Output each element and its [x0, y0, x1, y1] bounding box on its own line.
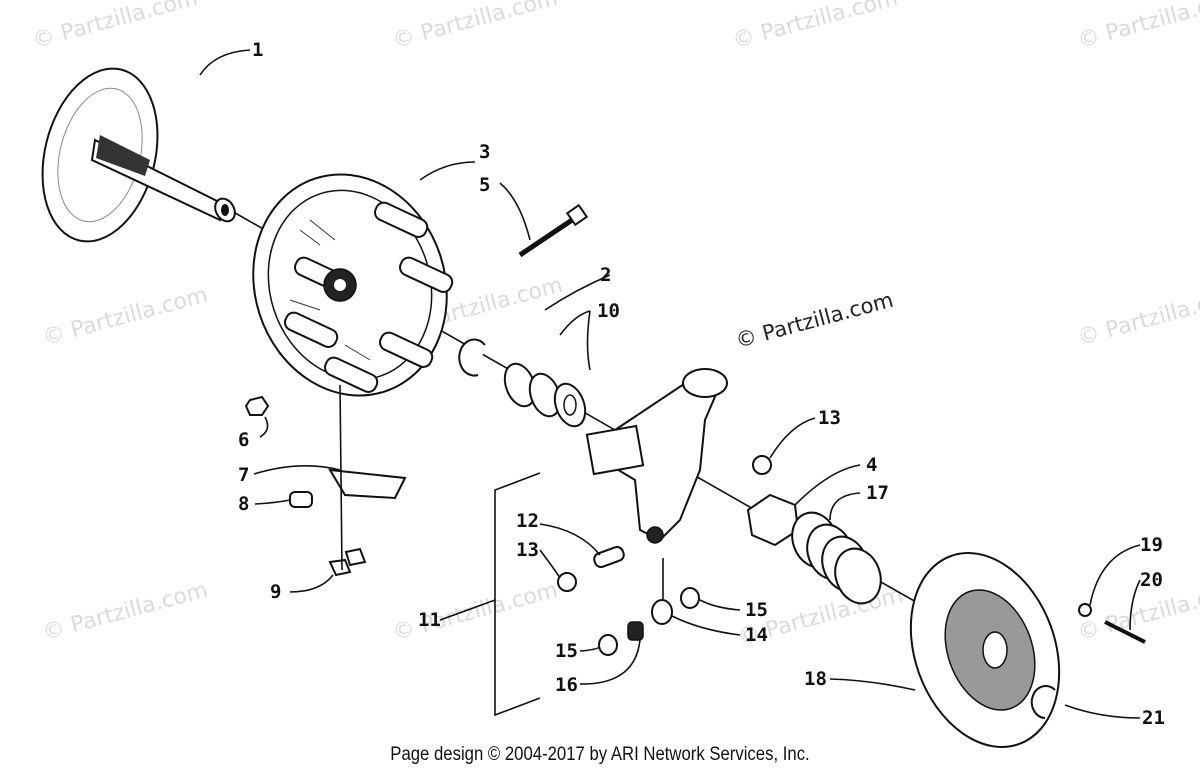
callout-5: 5 — [479, 174, 490, 196]
callout-19: 19 — [1140, 534, 1163, 556]
watermark: © Partzilla.com — [30, 0, 200, 54]
part-13-roller-upper — [752, 455, 772, 475]
part-15-washer-lower — [598, 634, 618, 656]
watermark: © Partzilla.com — [1075, 0, 1200, 54]
callout-10: 10 — [597, 300, 620, 322]
callout-21: 21 — [1142, 707, 1165, 729]
callout-3: 3 — [479, 141, 490, 163]
callout-4: 4 — [866, 454, 877, 476]
part-9-washers — [328, 547, 367, 577]
part-7-arm — [328, 468, 407, 500]
callout-17: 17 — [866, 482, 889, 504]
part-17-spring — [791, 511, 882, 605]
callout-11: 11 — [418, 609, 441, 631]
callout-20: 20 — [1140, 569, 1163, 591]
callout-6: 6 — [238, 429, 249, 451]
part-15-washer-upper — [680, 587, 700, 609]
part-6-nut — [244, 395, 270, 416]
callout-7: 7 — [238, 464, 249, 486]
watermark: © Partzilla.com — [40, 578, 210, 646]
part-spider-assembly — [585, 368, 728, 544]
page-footer: Page design © 2004-2017 by ARI Network S… — [390, 744, 810, 765]
part-4-nut — [746, 493, 800, 547]
part-18-cover — [909, 552, 1061, 748]
part-5-bolt — [518, 203, 589, 258]
part-2-snap-ring — [458, 338, 486, 377]
callout-8: 8 — [238, 493, 249, 515]
callout-12: 12 — [516, 510, 539, 532]
item-11-bracket — [494, 472, 541, 717]
part-14-spacer — [651, 599, 673, 625]
callout-16: 16 — [555, 674, 578, 696]
part-20-bolt — [1104, 620, 1146, 644]
watermark: © Partzilla.com — [390, 0, 560, 54]
watermark: © Partzilla.com — [730, 0, 900, 54]
part-3-movable-sheave — [252, 173, 454, 397]
watermark-main: © Partzilla.com — [733, 288, 896, 353]
callout-15-right: 15 — [745, 599, 768, 621]
callout-labels: 1 3 5 2 10 6 7 8 9 11 12 13 13 4 17 15 1… — [238, 39, 1165, 729]
callout-18: 18 — [804, 668, 827, 690]
watermark: © Partzilla.com — [1075, 578, 1200, 646]
callout-15-left: 15 — [555, 640, 578, 662]
part-10-washers — [503, 362, 587, 428]
watermark: © Partzilla.com — [40, 283, 210, 351]
callout-2: 2 — [600, 264, 611, 286]
callout-1: 1 — [252, 39, 263, 61]
part-16-bushing — [627, 621, 644, 641]
leader-lines — [199, 49, 1141, 719]
callout-13-upper: 13 — [818, 407, 841, 429]
part-1-fixed-sheave — [41, 67, 236, 243]
callout-13-lower: 13 — [516, 539, 539, 561]
watermark: © Partzilla.com — [390, 578, 560, 646]
part-13-roller — [557, 572, 577, 592]
callout-9: 9 — [270, 581, 281, 603]
part-12-pin — [593, 545, 625, 569]
part-21-snap-ring — [1030, 685, 1056, 719]
part-8-bushing — [289, 491, 313, 508]
part-19-washer — [1078, 603, 1092, 617]
watermark: © Partzilla.com — [1075, 283, 1200, 351]
callout-14: 14 — [745, 624, 768, 646]
